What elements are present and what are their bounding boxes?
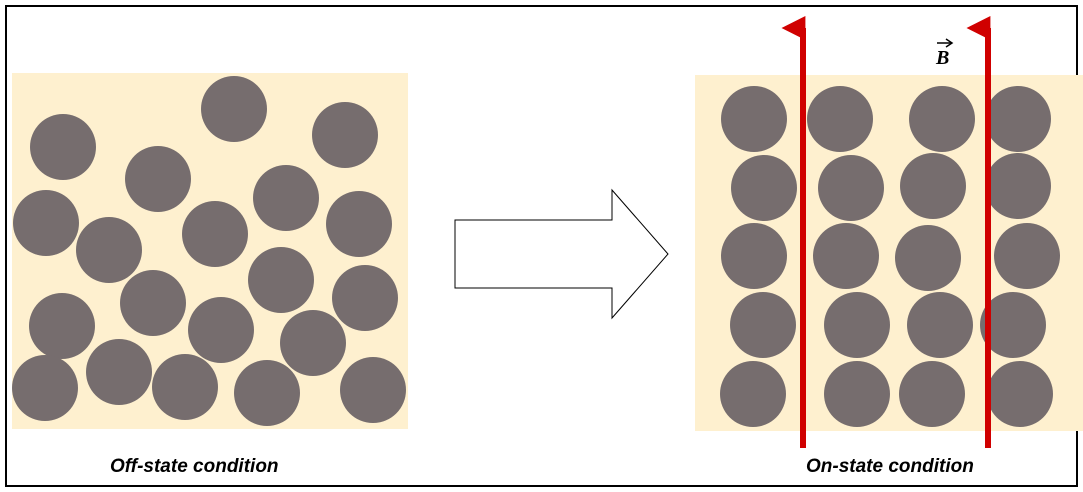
particle (731, 155, 797, 221)
particle (326, 191, 392, 257)
particle (721, 223, 787, 289)
particle (807, 86, 873, 152)
particle (907, 292, 973, 358)
particle (280, 310, 346, 376)
particle (248, 247, 314, 313)
particle (182, 201, 248, 267)
particle (813, 223, 879, 289)
particle (980, 292, 1046, 358)
particle (900, 153, 966, 219)
particle (234, 360, 300, 426)
off-state-particles (12, 76, 406, 426)
particle (152, 354, 218, 420)
particle (730, 292, 796, 358)
particle (899, 361, 965, 427)
particle (125, 146, 191, 212)
particle (720, 361, 786, 427)
particle (909, 86, 975, 152)
particle (201, 76, 267, 142)
particle (120, 270, 186, 336)
magnetic-field-label: B (935, 38, 954, 69)
particle (12, 355, 78, 421)
particle (253, 165, 319, 231)
particle (86, 339, 152, 405)
particle (13, 190, 79, 256)
particle (188, 297, 254, 363)
particle (340, 357, 406, 423)
particle (818, 155, 884, 221)
particle (987, 361, 1053, 427)
particle (985, 153, 1051, 219)
particle (824, 361, 890, 427)
particle (312, 102, 378, 168)
particle (994, 223, 1060, 289)
particle (824, 292, 890, 358)
particle (30, 114, 96, 180)
field-symbol: B (935, 47, 949, 69)
particle (721, 86, 787, 152)
on-state-particles (720, 86, 1060, 427)
particle (29, 293, 95, 359)
particle (985, 86, 1051, 152)
particle (76, 217, 142, 283)
particle (332, 265, 398, 331)
on-state-caption: On-state condition (806, 456, 974, 477)
right-arrow-icon (454, 188, 669, 320)
particle (895, 225, 961, 291)
off-state-caption: Off-state condition (110, 456, 279, 477)
